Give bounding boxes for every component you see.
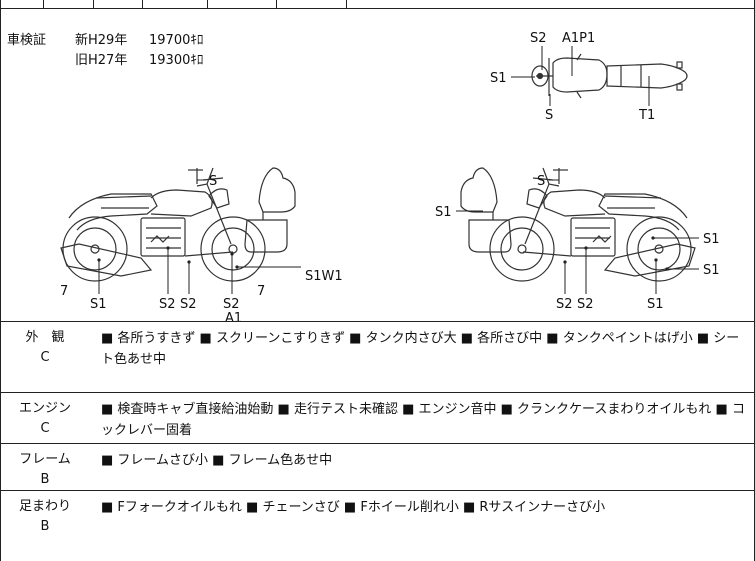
marker-right-s2a (563, 260, 567, 264)
category-name: 足まわり (18, 499, 71, 514)
inspection-cert-label: 車検証 (7, 33, 47, 48)
label-left-s: S (209, 174, 217, 189)
condition-description: ■ フレームさび小 ■ フレーム色あせ中 (101, 453, 333, 468)
label-left-s2c: S2 (223, 297, 240, 312)
marker-left-s2a (166, 246, 170, 250)
label-right-s2b: S2 (577, 297, 594, 312)
condition-category: 足まわり B (1, 497, 89, 537)
label-top-s1: S1 (490, 71, 507, 86)
label-left-s2b: S2 (180, 297, 197, 312)
motorcycle-left-view (60, 167, 296, 282)
category-grade: B (40, 519, 50, 534)
label-top-a1p1: A1P1 (562, 31, 595, 46)
label-right-s1-a: S1 (703, 232, 720, 247)
label-right-s1-b: S1 (703, 263, 720, 278)
motorcycle-diagrams: S2 A1P1 S1 S T1 (60, 31, 720, 321)
category-grade: C (40, 350, 50, 365)
condition-row-frame: フレーム B ■ フレームさび小 ■ フレーム色あせ中 (1, 444, 754, 491)
marker-right-s2b (584, 246, 588, 250)
label-left-7a: 7 (60, 284, 68, 299)
inspection-old-row: 旧H27年 19300ｷﾛ (75, 49, 203, 68)
condition-row-engine: エンジン C ■ 検査時キャブ直接給油始動 ■ 走行テスト未確認 ■ エンジン音… (1, 393, 754, 444)
label-left-a1: A1 (225, 311, 242, 321)
column-divider (142, 0, 143, 8)
condition-description: ■ 検査時キャブ直接給油始動 ■ 走行テスト未確認 ■ エンジン音中 ■ クラン… (101, 402, 745, 438)
label-left-s2a: S2 (159, 297, 176, 312)
motorcycle-top-view (531, 53, 688, 99)
category-grade: C (40, 421, 50, 436)
marker-left-s1 (97, 258, 101, 262)
column-divider (346, 0, 347, 8)
damage-diagram-section: 車検証 新H29年 19700ｷﾛ 旧H27年 19300ｷﾛ S2 (1, 8, 754, 322)
label-right-s: S (537, 174, 545, 189)
label-right-s1-bottom: S1 (647, 297, 664, 312)
marker-right-s1-a (651, 236, 655, 240)
marker-left-s1w1 (235, 265, 239, 269)
inspection-new-row: 新H29年 19700ｷﾛ (75, 29, 203, 48)
category-name: エンジン (18, 401, 71, 416)
inspection-old-era: 旧H27年 (75, 53, 128, 68)
label-top-t1: T1 (638, 108, 655, 123)
label-left-s1w1: S1W1 (305, 269, 343, 284)
label-top-s: S (545, 108, 553, 123)
column-divider (93, 0, 94, 8)
condition-category: フレーム B (1, 450, 89, 490)
marker-right-s1-bottom (654, 258, 658, 262)
label-right-s2a: S2 (556, 297, 573, 312)
condition-row-exterior: 外 観 C ■ 各所うすきず ■ スクリーンこすりきず ■ タンク内さび大 ■ … (1, 322, 754, 393)
marker-left-s2c (230, 252, 234, 256)
condition-description: ■ Fフォークオイルもれ ■ チェーンさび ■ Fホイール削れ小 ■ Rサスイン… (101, 500, 606, 515)
label-right-s1-top: S1 (435, 205, 452, 220)
label-top-s2: S2 (530, 31, 547, 46)
condition-row-suspension: 足まわり B ■ Fフォークオイルもれ ■ チェーンさび ■ Fホイール削れ小 … (1, 491, 754, 561)
inspection-old-mileage: 19300ｷﾛ (149, 53, 204, 68)
column-divider (276, 0, 277, 8)
condition-category: 外 観 C (1, 328, 89, 368)
category-grade: B (40, 472, 50, 487)
motorcycle-right-view (460, 167, 696, 282)
label-left-7b: 7 (257, 284, 265, 299)
condition-description: ■ 各所うすきず ■ スクリーンこすりきず ■ タンク内さび大 ■ 各所さび中 … (101, 331, 740, 367)
label-left-s1: S1 (90, 297, 107, 312)
top-table-strip (1, 0, 754, 9)
column-divider (43, 0, 44, 8)
marker-left-s2b (187, 260, 191, 264)
category-name: フレーム (19, 452, 71, 467)
category-name: 外 観 (25, 330, 65, 345)
condition-category: エンジン C (1, 399, 89, 439)
inspection-new-era: 新H29年 (75, 33, 128, 48)
column-divider (207, 0, 208, 8)
marker-right-s1-b (665, 267, 669, 271)
inspection-new-mileage: 19700ｷﾛ (149, 33, 204, 48)
